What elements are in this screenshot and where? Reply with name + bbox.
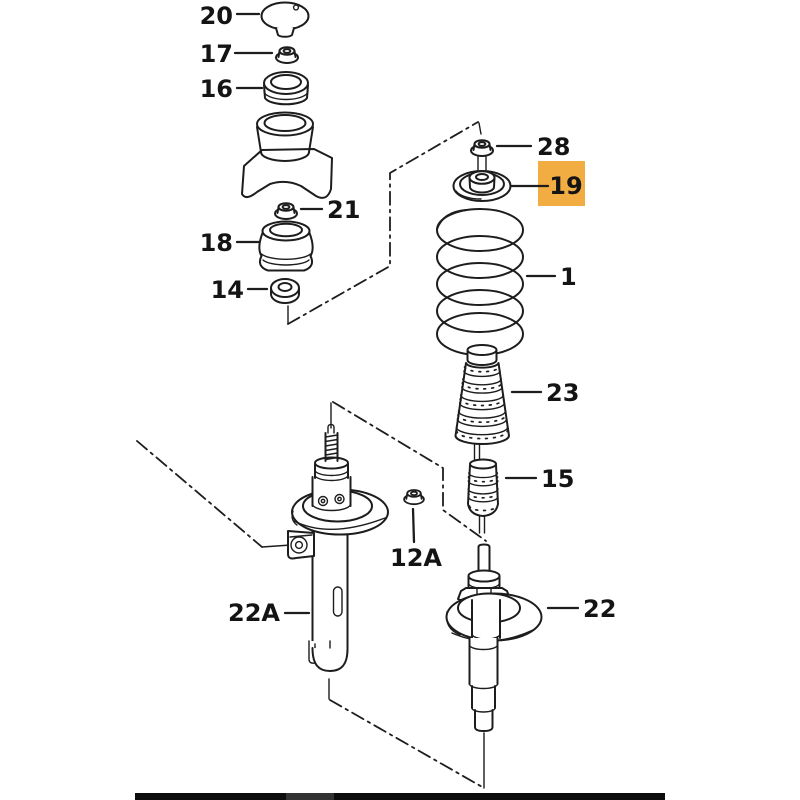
part-15-bump-stop [467, 458, 499, 534]
callout-18[interactable]: 18 [200, 229, 261, 257]
strut-mount-bracket [241, 111, 333, 199]
callout-19-highlighted[interactable]: 19 [510, 161, 585, 206]
part-label-28[interactable]: 28 [537, 133, 570, 161]
axis-lines [136, 121, 487, 789]
part-23-protective-boot [454, 344, 510, 445]
part-20-dust-cap [260, 1, 310, 38]
callout-23[interactable]: 23 [510, 379, 579, 407]
part-label-23[interactable]: 23 [546, 379, 579, 407]
part-14-washer [270, 278, 300, 304]
callout-20[interactable]: 20 [200, 2, 261, 30]
part-label-21[interactable]: 21 [327, 196, 360, 224]
part-label-14[interactable]: 14 [211, 276, 244, 304]
part-12a-clamp-nut [403, 489, 425, 506]
part-21-mount-nut [274, 202, 298, 220]
part-label-22[interactable]: 22 [583, 595, 616, 623]
callout-1[interactable]: 1 [525, 263, 577, 291]
part-label-22a[interactable]: 22A [228, 599, 280, 627]
part-16-upper-bushing [263, 71, 309, 106]
callout-15[interactable]: 15 [504, 465, 574, 493]
part-label-16[interactable]: 16 [200, 75, 233, 103]
callout-14[interactable]: 14 [211, 276, 269, 304]
boot-to-bumpstop-rod [473, 444, 481, 462]
part-18-lower-bushing [258, 220, 314, 272]
part-22a-strut-assembly [287, 423, 389, 672]
callout-21[interactable]: 21 [299, 196, 360, 224]
part-22-strut-cartridge [445, 543, 543, 732]
part-1-coil-spring [436, 208, 524, 356]
part-17-top-nut [275, 46, 299, 64]
callout-12a[interactable]: 12A [390, 507, 442, 572]
callout-22[interactable]: 22 [546, 595, 616, 623]
bottom-bar [135, 793, 665, 800]
callout-17[interactable]: 17 [200, 40, 274, 68]
part-label-17[interactable]: 17 [200, 40, 233, 68]
part-label-15[interactable]: 15 [541, 465, 574, 493]
callout-16[interactable]: 16 [200, 75, 264, 103]
part-label-19[interactable]: 19 [549, 172, 582, 200]
callout-22a[interactable]: 22A [228, 599, 311, 627]
highlight-box[interactable] [538, 161, 585, 206]
part-label-1[interactable]: 1 [560, 263, 577, 291]
part-19-spring-seat [452, 170, 512, 202]
part-label-18[interactable]: 18 [200, 229, 233, 257]
part-label-20[interactable]: 20 [200, 2, 233, 30]
part-label-12a[interactable]: 12A [390, 544, 442, 572]
callout-28[interactable]: 28 [495, 133, 570, 161]
